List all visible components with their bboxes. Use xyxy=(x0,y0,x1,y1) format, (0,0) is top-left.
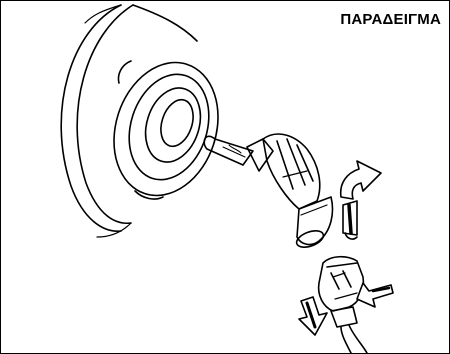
headlamp-housing xyxy=(61,5,234,237)
press-arrow-icon xyxy=(357,283,393,307)
bulb xyxy=(204,134,332,250)
rotation-arrow-icon xyxy=(341,161,381,239)
bulb-connector xyxy=(319,257,367,353)
